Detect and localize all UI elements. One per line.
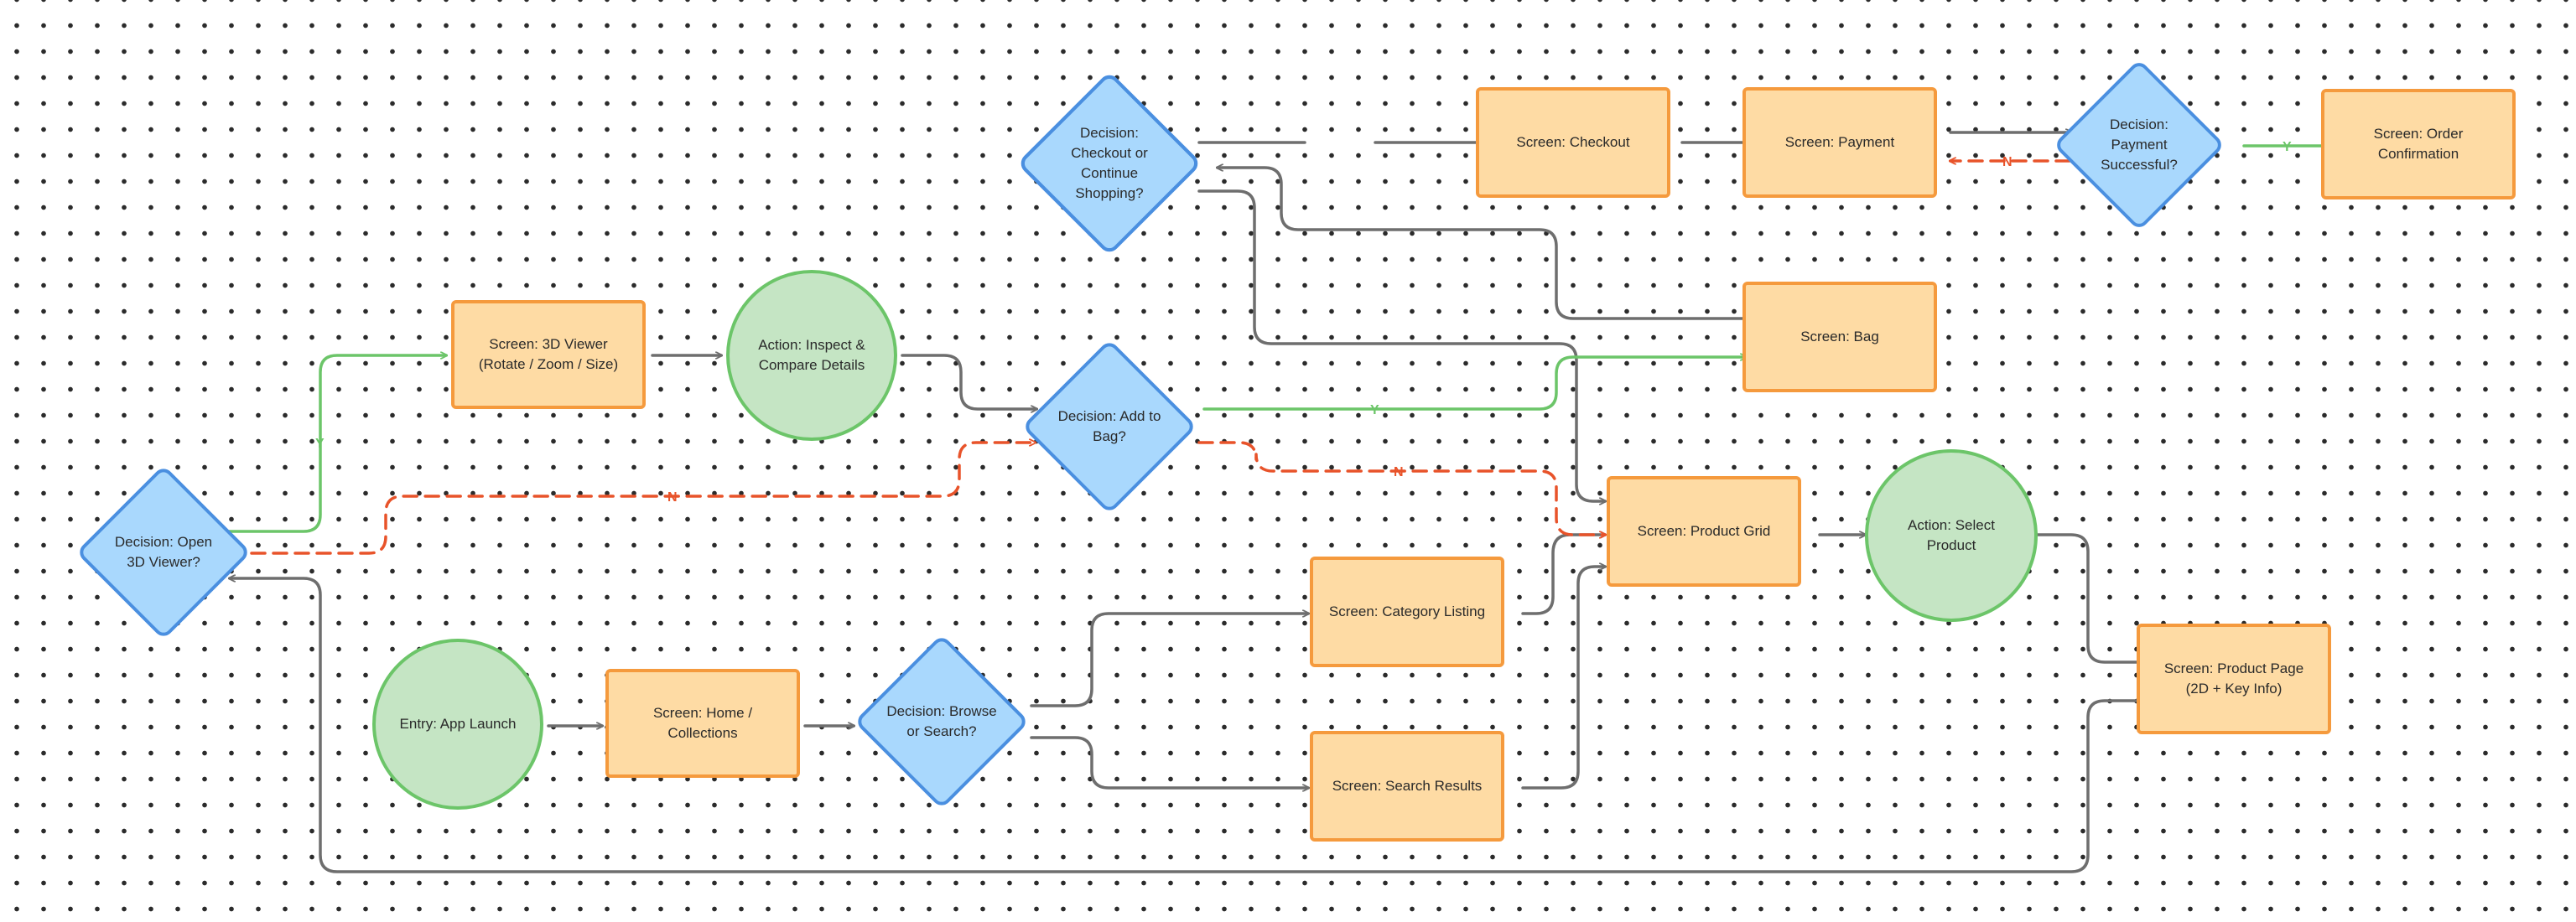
node-checkout-decision-label: Decision: Checkout or Continue Shopping? <box>1071 125 1148 201</box>
edge-inspect-addbag <box>901 354 1036 409</box>
label-pay-no: N <box>2002 155 2012 169</box>
node-decision-add-to-bag[interactable]: Decision: Add to Bag? <box>1020 337 1199 516</box>
edge-product-page-open3d <box>230 578 2147 873</box>
node-entry-app-launch[interactable]: Entry: App Launch <box>372 639 543 810</box>
node-home-label: Screen: Home / Collections <box>652 705 753 741</box>
node-screen-3d-viewer[interactable]: Screen: 3D Viewer (Rotate / Zoom / Size) <box>451 300 646 409</box>
node-confirmation-label: Screen: Order Confirmation <box>2373 126 2464 162</box>
node-screen-checkout[interactable]: Screen: Checkout <box>1476 87 1670 198</box>
label-open3d-no: N <box>667 490 678 505</box>
node-screen-home[interactable]: Screen: Home / Collections <box>605 669 800 778</box>
edge-search-grid <box>1521 567 1605 790</box>
edge-browse-search <box>1030 736 1308 788</box>
node-grid-label: Screen: Product Grid <box>1637 523 1771 539</box>
node-open3d-label: Decision: Open 3D Viewer? <box>114 534 213 570</box>
node-action-select-product[interactable]: Action: Select Product <box>1865 449 2038 622</box>
node-bag-label: Screen: Bag <box>1800 329 1879 344</box>
node-decision-checkout-or-continue[interactable]: Decision: Checkout or Continue Shopping? <box>1015 69 1204 258</box>
node-inspect-label: Action: Inspect & Compare Details <box>758 337 865 373</box>
node-select-label: Action: Select Product <box>1908 517 1995 553</box>
node-screen-category-listing[interactable]: Screen: Category Listing <box>1310 557 1504 667</box>
node-screen-product-page[interactable]: Screen: Product Page (2D + Key Info) <box>2137 624 2331 734</box>
edge-browse-category <box>1030 614 1308 707</box>
node-screen-search-results[interactable]: Screen: Search Results <box>1310 731 1504 842</box>
edge-open3d-addbag-no <box>250 443 1035 555</box>
node-browse-label: Decision: Browse or Search? <box>886 703 997 739</box>
label-addbag-yes: Y <box>1370 403 1379 417</box>
node-checkout-label: Screen: Checkout <box>1516 134 1630 150</box>
node-category-label: Screen: Category Listing <box>1328 603 1486 619</box>
node-decision-browse-or-search[interactable]: Decision: Browse or Search? <box>852 632 1031 811</box>
node-screen-product-grid[interactable]: Screen: Product Grid <box>1607 476 1801 587</box>
node-search-label: Screen: Search Results <box>1332 778 1483 794</box>
decision-diamond-shape <box>2057 63 2221 227</box>
node-payment-label: Screen: Payment <box>1784 134 1895 150</box>
node-decision-payment-successful[interactable]: Decision: Payment Successful? <box>2051 57 2227 233</box>
decision-diamond-shape <box>1021 75 1198 252</box>
decision-diamond-shape <box>858 638 1026 805</box>
edge-addbag-bag-yes <box>1202 357 1746 411</box>
edge-open3d-viewer-yes <box>225 355 446 533</box>
label-open3d-yes: Y <box>315 437 325 451</box>
edge-bag-checkout-decision <box>1218 168 1754 320</box>
label-pay-yes: Y <box>2283 140 2292 154</box>
node-screen-order-confirmation[interactable]: Screen: Order Confirmation <box>2321 89 2516 199</box>
node-product-page-label: Screen: Product Page (2D + Key Info) <box>2163 660 2304 697</box>
node-payok-label: Decision: Payment Successful? <box>2101 117 2178 173</box>
decision-diamond-shape <box>80 469 247 636</box>
edge-checkout-decision-grid <box>1197 189 1605 501</box>
node-decision-open-3d[interactable]: Decision: Open 3D Viewer? <box>74 463 253 642</box>
decision-diamond-shape <box>1026 343 1193 510</box>
node-addbag-label: Decision: Add to Bag? <box>1057 408 1161 444</box>
node-viewer-label: Screen: 3D Viewer (Rotate / Zoom / Size) <box>478 336 619 372</box>
node-entry-label: Entry: App Launch <box>399 716 517 732</box>
edge-select-product-page <box>2036 533 2145 662</box>
label-addbag-no: N <box>1394 465 1404 479</box>
node-screen-bag[interactable]: Screen: Bag <box>1742 282 1937 392</box>
edge-category-grid <box>1521 535 1605 615</box>
edge-addbag-grid-no <box>1197 441 1605 535</box>
node-screen-payment[interactable]: Screen: Payment <box>1742 87 1937 198</box>
node-action-inspect[interactable]: Action: Inspect & Compare Details <box>726 270 897 441</box>
